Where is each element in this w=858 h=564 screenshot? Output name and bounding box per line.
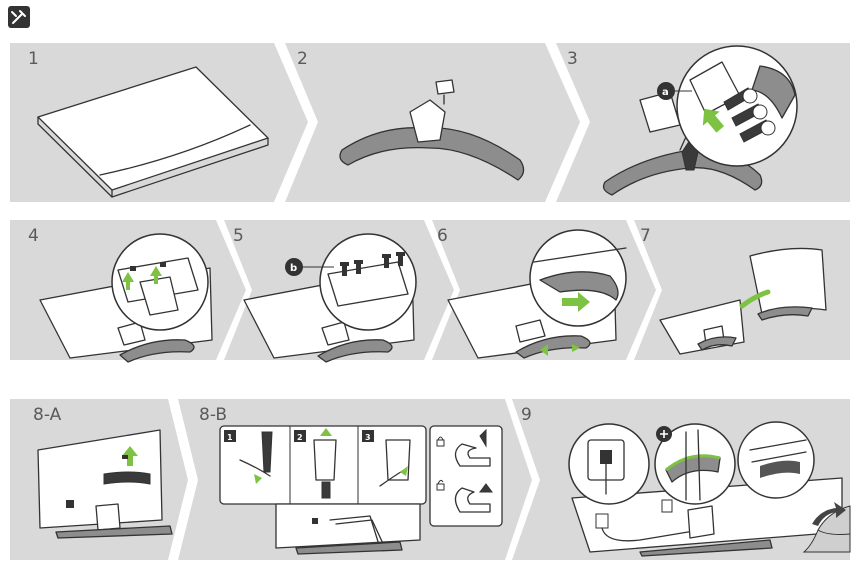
callout-b: b — [285, 258, 334, 276]
step-number: 9 — [521, 405, 532, 425]
step-number: 8-B — [199, 405, 227, 425]
plus-icon — [656, 426, 672, 442]
tv-on-cushion — [37, 66, 269, 198]
svg-text:b: b — [290, 263, 297, 274]
page-turn-icon — [802, 502, 851, 553]
step-number: 1 — [28, 49, 39, 69]
substep-3: 3 — [362, 430, 411, 487]
tv-rotate-step — [659, 247, 827, 355]
stand-base — [339, 79, 525, 181]
svg-text:a: a — [662, 87, 669, 98]
cable-cover-zoom — [749, 439, 807, 478]
step-number: 7 — [640, 226, 651, 246]
clip-open — [454, 483, 493, 513]
svg-text:2: 2 — [297, 433, 303, 442]
screws-zoom — [689, 61, 796, 143]
cover-zoom — [533, 247, 627, 312]
callout-a: a — [657, 82, 692, 100]
step-number: 3 — [567, 49, 578, 69]
cable-wrap-zoom — [665, 429, 721, 501]
step-number: 4 — [28, 226, 39, 246]
lock-icon — [436, 436, 445, 447]
bracket-zoom — [117, 257, 199, 316]
screw-zoom — [327, 252, 409, 307]
substep-1: 1 — [224, 430, 273, 484]
step-number: 8-A — [33, 405, 62, 425]
step-number: 2 — [297, 49, 308, 69]
step-number: 5 — [233, 226, 244, 246]
clip-closed — [454, 428, 491, 467]
cable-holder-step — [37, 429, 173, 539]
tools-icon — [8, 6, 30, 28]
svg-text:1: 1 — [227, 433, 233, 442]
tv-back-cables — [275, 503, 421, 555]
power-socket-zoom — [587, 439, 625, 495]
zoom-circle — [737, 421, 815, 499]
step-number: 6 — [437, 226, 448, 246]
substep-2: 2 — [294, 428, 337, 499]
svg-text:3: 3 — [365, 433, 371, 442]
lock-box — [429, 425, 503, 527]
unlock-icon — [436, 479, 445, 491]
